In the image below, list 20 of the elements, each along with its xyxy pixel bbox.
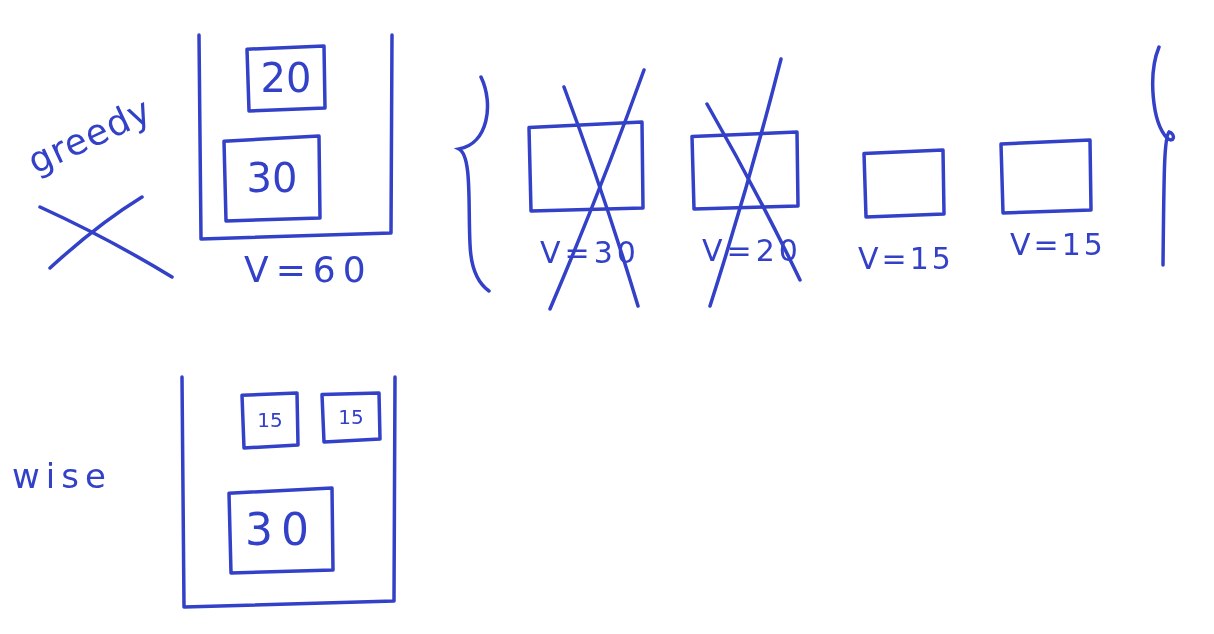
value-label: V=15 <box>858 242 954 275</box>
item-box <box>225 484 337 576</box>
item-box <box>860 146 948 220</box>
knapsack-container <box>195 32 395 242</box>
item-box <box>243 42 329 114</box>
item-box <box>318 389 384 445</box>
item-box <box>688 128 802 212</box>
item-value: 30 <box>246 158 298 198</box>
item-box <box>238 389 302 451</box>
item-box <box>525 118 647 214</box>
item-box <box>220 132 324 224</box>
item-value: 15 <box>257 410 283 430</box>
value-label: V=60 <box>244 250 373 290</box>
strategy-label: wise <box>12 458 112 496</box>
value-label: V=15 <box>1010 228 1106 261</box>
knapsack-container <box>178 374 398 610</box>
item-value: 15 <box>338 407 364 427</box>
item-box <box>997 136 1095 216</box>
item-value: 20 <box>260 58 312 98</box>
item-value: 30 <box>245 508 317 552</box>
